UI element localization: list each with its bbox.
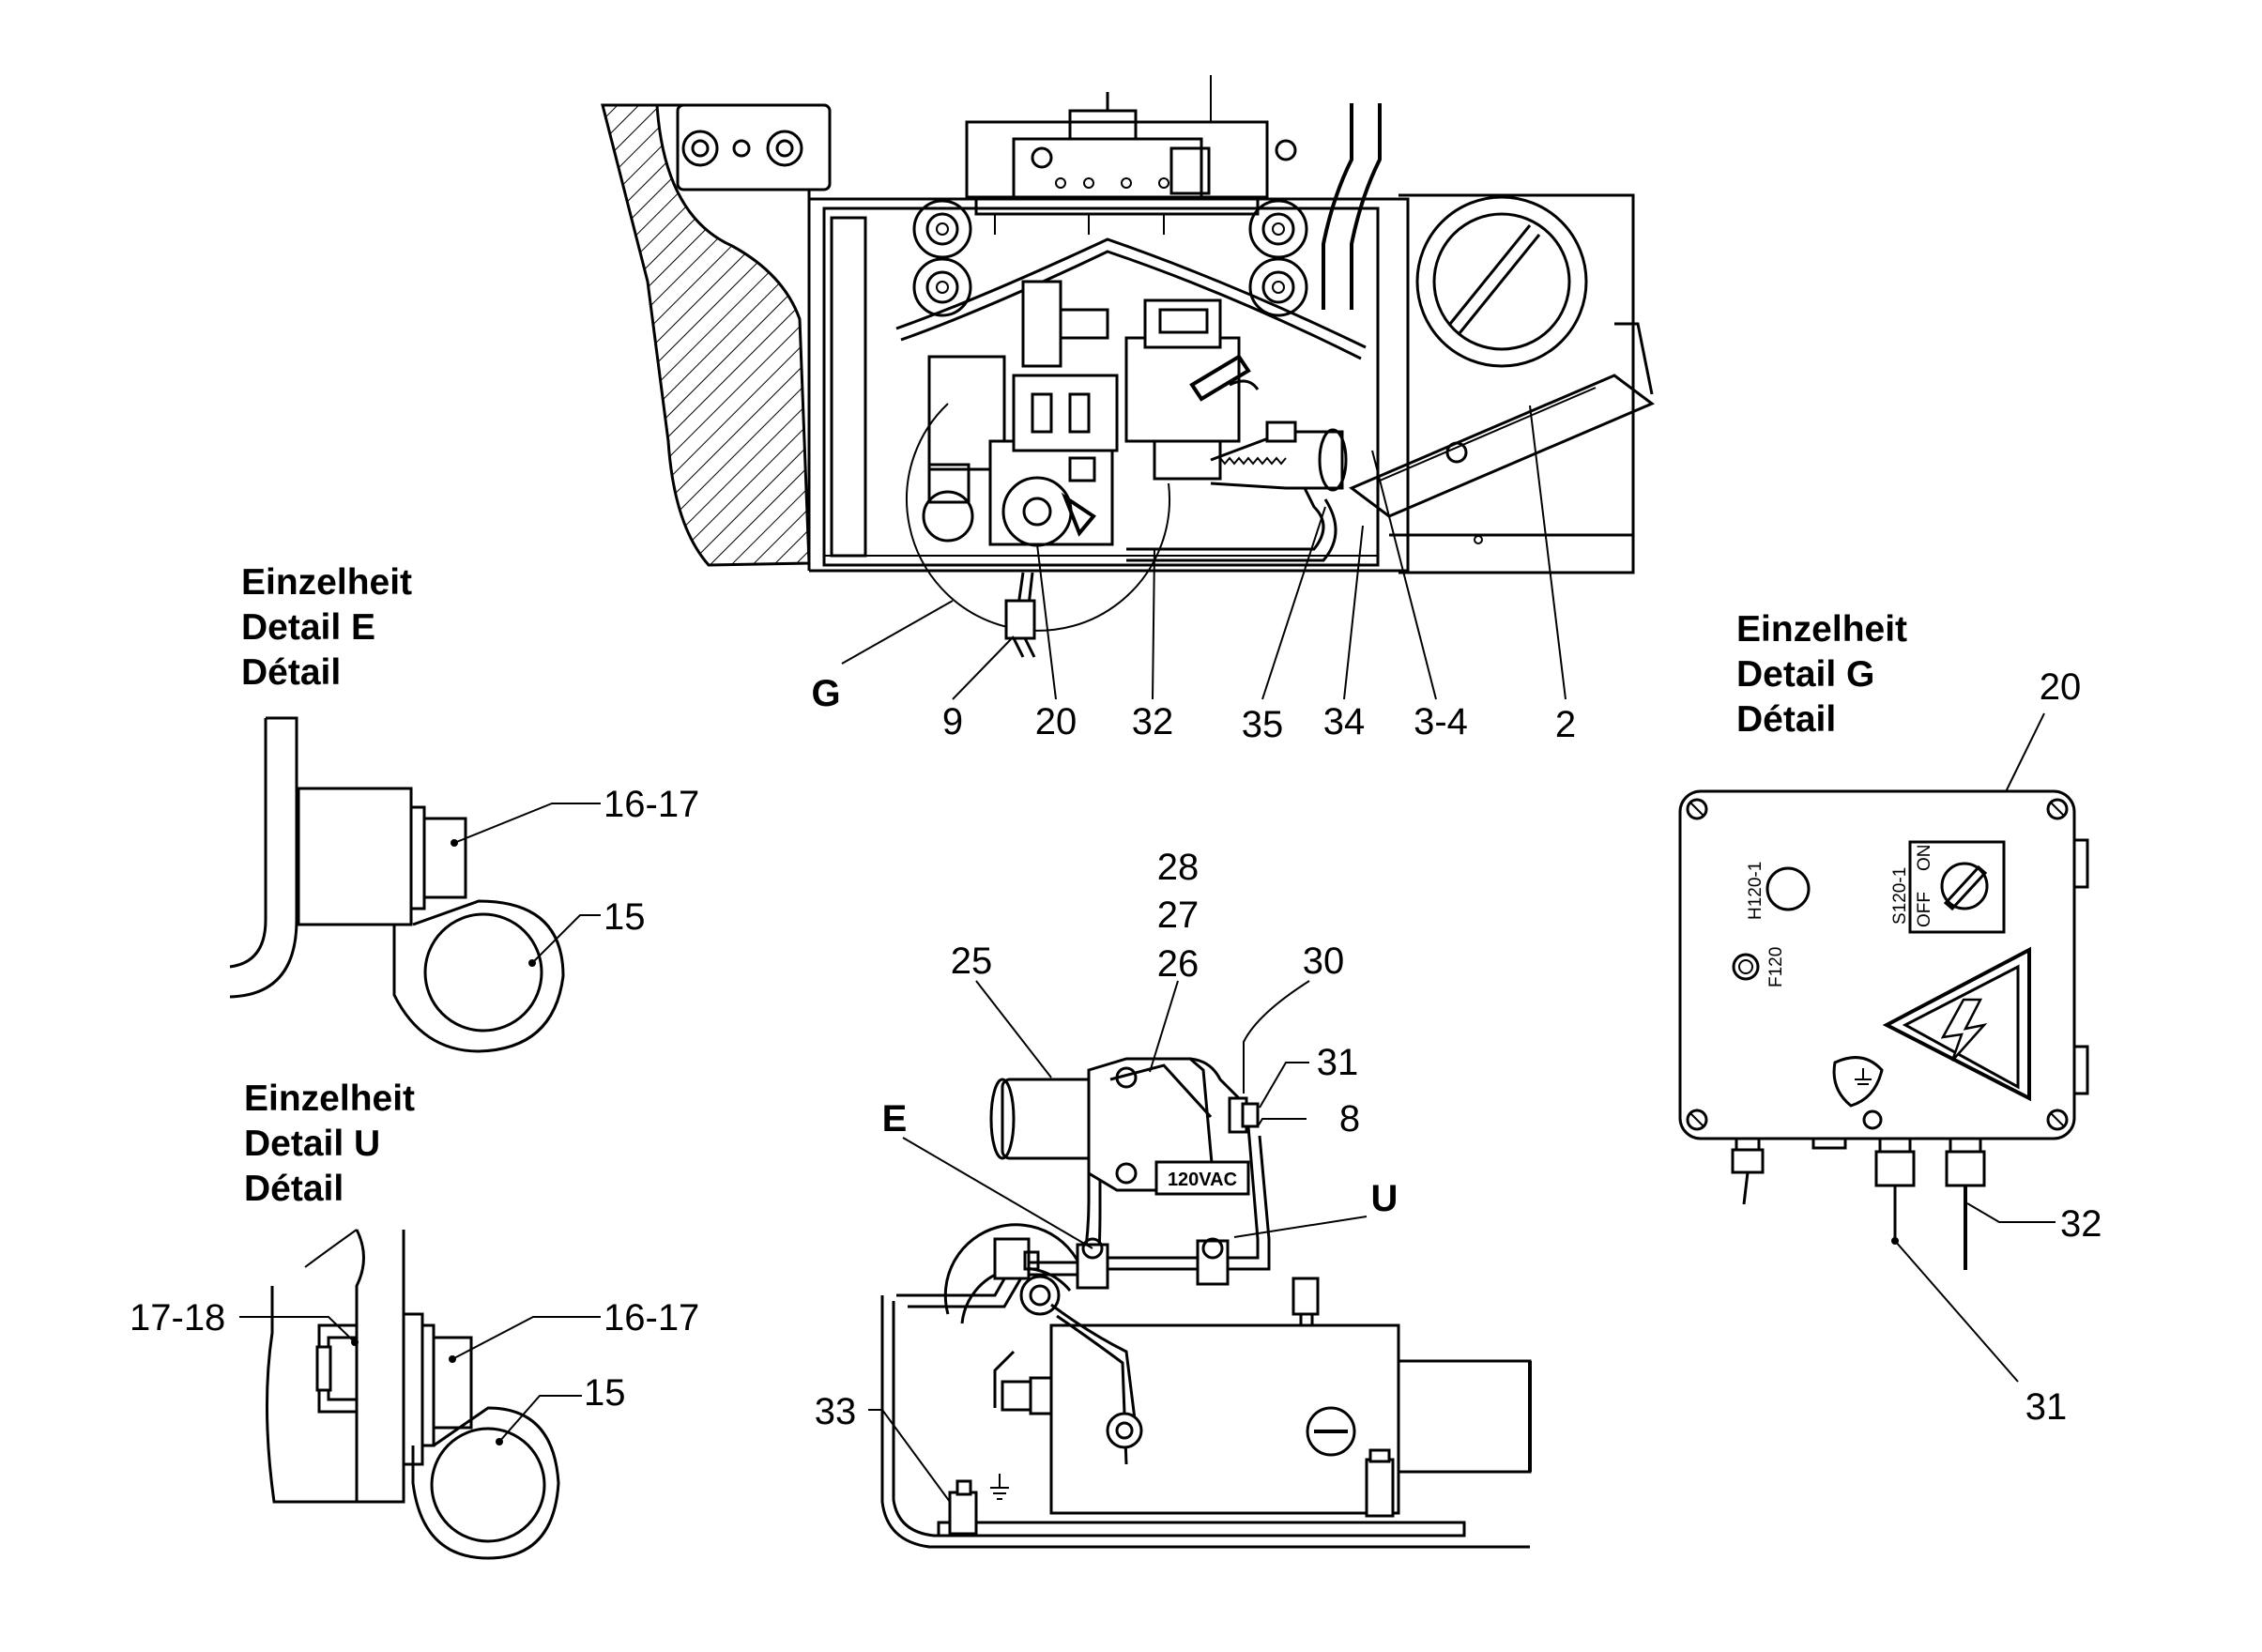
inner-enclosure: [822, 206, 1380, 567]
callout-20: 20: [1035, 701, 1078, 742]
mount-plate: [676, 103, 832, 191]
cylinder-spring: [1210, 421, 1348, 492]
indicator-lamp-h120: [1765, 866, 1811, 911]
control-box: [1678, 789, 2076, 1140]
callout-25: 25: [951, 941, 993, 982]
u-tube-loop: [430, 1427, 546, 1543]
detail-G: Einzelheit Detail G Détail 20 H120-1 F12…: [1678, 609, 2102, 1428]
detail-U-title-3: Détail: [244, 1169, 344, 1209]
roller-group: [912, 199, 1308, 317]
label-f120: F120: [1766, 947, 1786, 987]
top-valve-block: [965, 75, 1297, 235]
left-valve-block: [922, 280, 1119, 547]
callout-E: E: [882, 1098, 908, 1140]
detail-U-callout-15: 15: [584, 1372, 626, 1414]
detail-G-title-1: Einzelheit: [1736, 609, 1907, 650]
detail-G-callout-32: 32: [2060, 1203, 2102, 1245]
hazard-warning-icon: [1882, 946, 2031, 1102]
cable-gland-32: [1945, 1137, 1986, 1270]
callout-27: 27: [1157, 895, 1200, 936]
round-port: [1415, 195, 1588, 368]
top-callouts: G 9 20 32 35 34 3-4 2: [811, 673, 1576, 745]
callout-U: U: [1371, 1178, 1398, 1219]
detail-E-title-1: Einzelheit: [241, 562, 412, 603]
selector-switch-s120[interactable]: [1940, 862, 1989, 910]
e-bushing: [297, 787, 413, 926]
callout-26: 26: [1157, 943, 1200, 985]
detail-E-title-2: Detail E: [241, 607, 375, 648]
detail-E-callout-16-17: 16-17: [604, 784, 699, 825]
solenoid-coil: 120VAC: [989, 1057, 1260, 1196]
voltage-badge: 120VAC: [1168, 1170, 1237, 1190]
detail-G-title-3: Détail: [1736, 699, 1836, 740]
callout-3-4: 3-4: [1414, 701, 1468, 742]
cable-gland-31: [1874, 1137, 1916, 1245]
detail-U-callout-16-17: 16-17: [604, 1297, 699, 1338]
detail-U-callout-17-18: 17-18: [130, 1297, 225, 1338]
callout-30: 30: [1303, 941, 1345, 982]
label-off: OFF: [1915, 892, 1934, 927]
callout-32: 32: [1132, 701, 1174, 742]
main-assembly-view: [601, 75, 1655, 700]
right-valve-assembly: [1124, 298, 1260, 481]
callout-28: 28: [1157, 847, 1200, 888]
detail-G-callout-31: 31: [2025, 1386, 2068, 1428]
selector-switch-plate: [1908, 840, 2006, 934]
callout-34: 34: [1323, 701, 1366, 742]
label-s120: S120-1: [1890, 867, 1910, 925]
detail-E: Einzelheit Detail E Détail 16-17 15: [229, 562, 699, 1053]
lever-arm: [1349, 374, 1655, 518]
hatched-housing: [601, 103, 811, 567]
callout-9: 9: [942, 701, 963, 742]
callout-31: 31: [1317, 1042, 1359, 1083]
detail-G-callout-20: 20: [2040, 666, 2082, 708]
u-nut: [327, 1336, 359, 1401]
cable-gland-left: [1731, 1137, 1765, 1205]
callout-35: 35: [1242, 704, 1284, 745]
detail-E-title-3: Détail: [241, 652, 341, 693]
label-h120: H120-1: [1746, 862, 1765, 920]
callout-33: 33: [815, 1391, 857, 1432]
label-on: ON: [1915, 845, 1934, 872]
detail-G-title-2: Detail G: [1736, 654, 1874, 695]
center-callouts: 28 27 26 25 30 31 8 E U 33: [815, 847, 1398, 1432]
callout-G: G: [811, 673, 840, 714]
fuse-f120: [1732, 953, 1760, 981]
detail-U: Einzelheit Detail U Détail 17-18 16-17 1…: [130, 1078, 699, 1560]
lower-assembly-view: 120VAC: [868, 980, 1532, 1549]
detail-E-callout-15: 15: [604, 896, 646, 938]
callout-8: 8: [1339, 1098, 1360, 1140]
e-tube-loop: [423, 912, 543, 1032]
callout-2: 2: [1555, 704, 1576, 745]
detail-U-title-1: Einzelheit: [244, 1078, 415, 1119]
detail-U-title-2: Detail U: [244, 1124, 380, 1164]
